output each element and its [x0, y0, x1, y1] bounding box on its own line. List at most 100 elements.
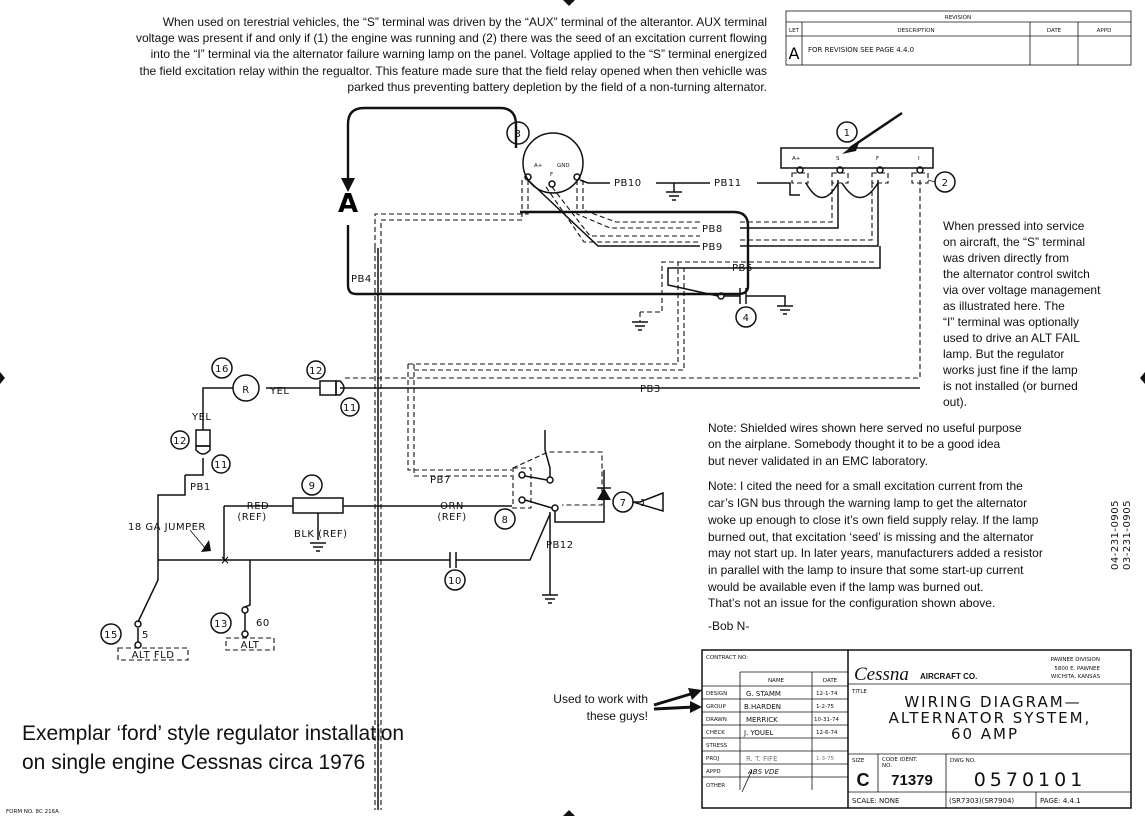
- callout-4: [735, 306, 757, 328]
- code-label-no: NO.: [882, 763, 892, 769]
- alt-label: ALT: [241, 640, 260, 651]
- right-note-line: via over voltage management: [943, 283, 1101, 297]
- role-date: 1-2-75: [816, 704, 834, 710]
- col-name-label: NAME: [768, 678, 785, 684]
- drawing-title-line: WIRING DIAGRAM—: [904, 693, 1081, 711]
- alt-switch: 5 15 ALT FLD 60 13 ALT: [100, 560, 275, 661]
- lamp-circuit: PB3 12 11 YEL R 16 YEL 12 11 PB1: [134, 262, 920, 628]
- callout-9: [301, 474, 323, 496]
- division-line: 5800 E. PAWNEE: [1054, 666, 1100, 672]
- shielded-note-line: Note: Shielded wires shown here served n…: [708, 421, 1022, 435]
- role-name: G. STAMM: [746, 690, 781, 698]
- top-note-line: voltage was present if and only if (1) t…: [136, 31, 767, 45]
- side-stamp-2: 03-231-0905: [1122, 500, 1133, 570]
- role-label: GROUP: [706, 704, 726, 710]
- aux-loop-wire: A: [338, 106, 750, 296]
- wire-label-red-ref: (REF): [237, 512, 266, 523]
- wire-label-yel2: YEL: [191, 412, 212, 423]
- right-note-line: out).: [943, 395, 967, 409]
- wire-label-blk: BLK (REF): [294, 529, 348, 540]
- right-note-line: lamp. But the regulator: [943, 347, 1064, 361]
- callout-12: [306, 360, 326, 380]
- callout-16: [211, 357, 233, 379]
- revision-col-date: DATE: [1047, 28, 1062, 34]
- right-note: When pressed into service on aircraft, t…: [942, 219, 1101, 409]
- title-label: TITLE: [851, 689, 867, 695]
- role-date: 12-6-74: [816, 730, 838, 736]
- pb4-wire: PB4: [351, 248, 382, 810]
- role-label: DESIGN: [706, 691, 727, 697]
- alt-terminal-a-plus: A+: [534, 163, 543, 169]
- side-stamp: 04-231-0905 03-231-0905: [1110, 500, 1133, 570]
- top-note: When used on terestrial vehicles, the “S…: [136, 15, 767, 94]
- callout-12-label: 12: [309, 366, 323, 377]
- field-circuit: RED (REF) 9 BLK (REF) ORN (REF) 18 GA JU…: [128, 474, 551, 591]
- wire-label-pb7: PB7: [430, 475, 451, 486]
- wire-label-pb1: PB1: [190, 482, 211, 493]
- callout-15: [100, 623, 122, 645]
- callout-10-label: 10: [448, 576, 462, 587]
- callout-11: [340, 397, 360, 417]
- wire-label-pb9: PB9: [702, 242, 723, 253]
- division-line: WICHITA, KANSAS: [1051, 674, 1101, 680]
- alternator-body: [522, 132, 584, 194]
- excitation-note-line: woke up enough to close it’s own field s…: [707, 513, 1039, 527]
- callout-11-label: 11: [343, 403, 357, 414]
- top-note-line: the field excitation relay within the re…: [140, 64, 767, 78]
- role-name: J. YOUEL: [743, 729, 773, 737]
- callout-16-label: 16: [215, 364, 229, 375]
- size-value: C: [857, 770, 870, 790]
- division-line: PAWNEE DIVISION: [1051, 657, 1100, 663]
- role-label: OTHER: [706, 783, 725, 789]
- used-to-work-line: Used to work with: [553, 692, 648, 706]
- callout-7-label: 7: [620, 498, 627, 509]
- dwg-label: DWG NO.: [950, 758, 976, 764]
- callout-13-label: 13: [214, 619, 228, 630]
- excitation-note-line: may not start up. In later years, manufa…: [708, 546, 1043, 560]
- right-note-line: was driven directly from: [942, 251, 1069, 265]
- shielded-note-line: on the airplane. Somebody thought it to …: [708, 437, 1001, 451]
- revision-header: REVISION: [945, 15, 971, 21]
- col-date-label: DATE: [823, 678, 838, 684]
- right-note-line: When pressed into service: [943, 219, 1085, 233]
- wire-label-pb3: PB3: [640, 384, 661, 395]
- role-label: CHECK: [706, 730, 725, 736]
- revision-block: REVISION LET DESCRIPTION DATE APPD A FOR…: [785, 10, 1132, 66]
- pb6-capacitor-branch: PB6 4: [632, 246, 881, 331]
- callout-1-label: 1: [844, 128, 851, 139]
- form-number: FORM NO. 8C 216A: [6, 809, 59, 815]
- callout-12-second-label: 12: [173, 436, 187, 447]
- role-label: APPD: [706, 769, 721, 775]
- drawing-title-line: 60 AMP: [951, 725, 1019, 743]
- callout-10: [444, 569, 466, 591]
- callout-3-label: 3: [515, 129, 522, 140]
- excitation-note-line: would be available even if the lamp was …: [707, 580, 984, 594]
- alt-terminal-gnd: GND: [557, 163, 570, 169]
- excitation-note-line: burned out, that excitation ‘seed’ is mi…: [708, 530, 1034, 544]
- role-date: 10-31-74: [814, 717, 839, 723]
- callout-2-label: 2: [942, 178, 949, 189]
- callout-12-second: [170, 430, 190, 450]
- title-block: CONTRACT NO: NAME DATE DESIGN G. STAMM 1…: [701, 649, 1132, 809]
- company-suffix: AIRCRAFT CO.: [920, 672, 977, 681]
- alt-terminal-f: F: [550, 172, 553, 178]
- callout-8-label: 8: [502, 515, 509, 526]
- right-note-line: as illustrated here. The: [943, 299, 1065, 313]
- wire-label-pb8: PB8: [702, 224, 723, 235]
- alternator: A+ GND F 3: [506, 121, 584, 194]
- ov-relay: PB7 8 7 1 PB12: [430, 430, 664, 604]
- lamp-label: R: [242, 385, 249, 396]
- reg-terminal-f: F: [876, 156, 879, 162]
- exemplar-line: on single engine Cessnas circa 1976: [22, 751, 365, 774]
- callout-7-tag: 1: [640, 498, 647, 509]
- wire-label-yel1: YEL: [269, 386, 290, 397]
- resistor-9: [292, 497, 344, 514]
- right-note-line: on aircraft, the “S” terminal: [943, 235, 1085, 249]
- alt-fld-switch-box: [117, 647, 189, 661]
- right-note-line: used to drive an ALT FAIL: [943, 331, 1080, 345]
- role-name: ABS VDE: [747, 768, 779, 776]
- role-date: 1-3-75: [816, 756, 834, 762]
- excitation-note-line: That’s not an issue for the configuratio…: [708, 596, 995, 610]
- size-label: SIZE: [852, 758, 865, 764]
